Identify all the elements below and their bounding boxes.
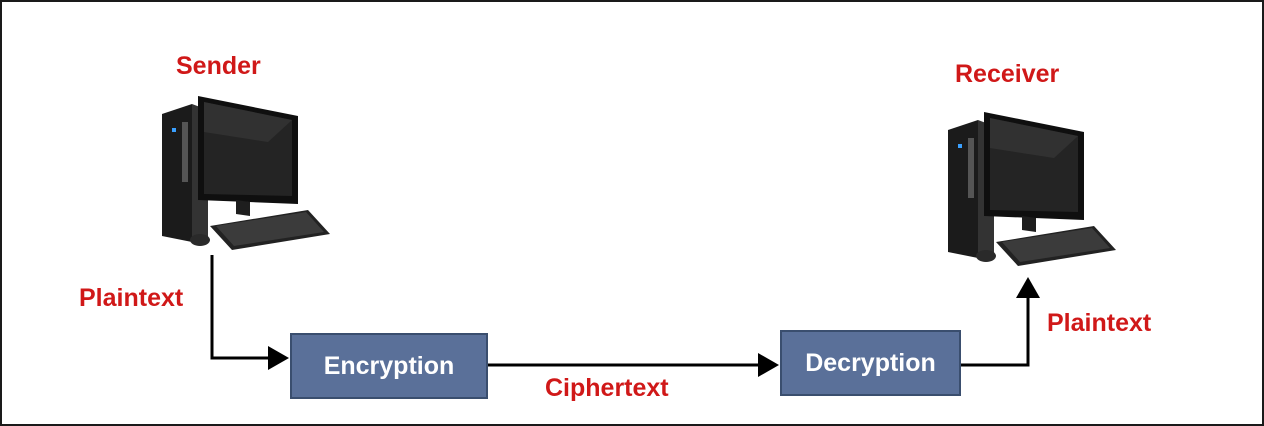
receiver-label: Receiver [955, 60, 1060, 88]
decryption-to-receiver-arrow [961, 277, 1040, 367]
plaintext-input-label: Plaintext [79, 284, 184, 312]
sender-label: Sender [176, 52, 261, 80]
sender-computer-icon [162, 96, 330, 250]
decryption-box: Decryption [780, 330, 961, 396]
plaintext-output-label: Plaintext [1047, 309, 1152, 337]
receiver-computer-icon [948, 112, 1116, 266]
sender-to-encryption-arrow [210, 255, 289, 370]
ciphertext-label: Ciphertext [545, 374, 669, 402]
encryption-box: Encryption [290, 333, 488, 399]
